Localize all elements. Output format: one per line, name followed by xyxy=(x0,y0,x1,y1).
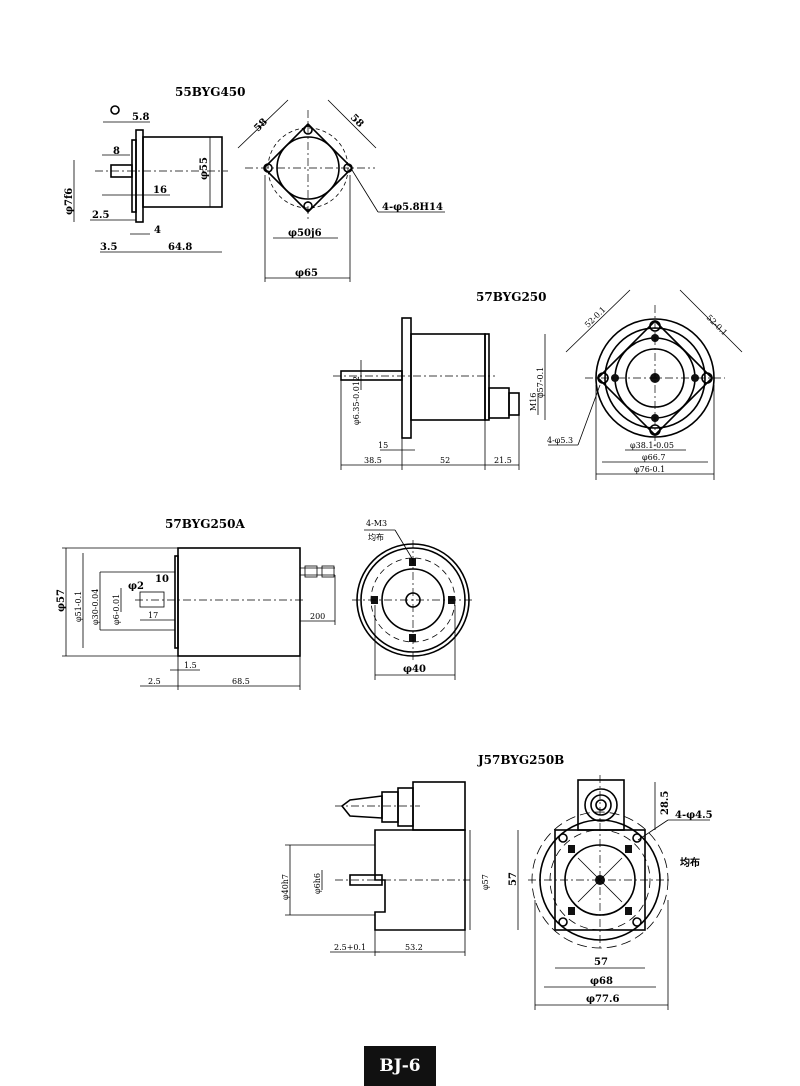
dim-label: 16 xyxy=(153,185,167,196)
dim-label: 17 xyxy=(148,611,158,620)
dim-label: φ57-0.1 xyxy=(536,367,545,398)
dim-label: 28.5 xyxy=(660,791,671,815)
page-label: BJ-6 xyxy=(364,1046,436,1086)
dim-label: 4-φ5.8H14 xyxy=(382,202,443,213)
dim-label: 4-M3 xyxy=(366,519,387,528)
model-title: 55BYG450 xyxy=(175,85,246,99)
dim-label: φ38.1-0.05 xyxy=(630,441,674,450)
dim-label: 8 xyxy=(113,146,120,157)
dim-label: 57 xyxy=(508,872,519,886)
dim-label: 2.5 xyxy=(148,677,161,686)
dim-label: 均布 xyxy=(368,532,384,542)
drawing-j57byg250b: J57BYG250B φ40h7 φ6h6 φ57 2.5+0.1 53.2 xyxy=(281,753,713,1010)
dim-label: 68.5 xyxy=(232,677,250,686)
dim-label: φ76-0.1 xyxy=(634,465,665,474)
model-title: 57BYG250A xyxy=(165,517,245,531)
dim-label: φ66.7 xyxy=(642,453,665,462)
model-title: J57BYG250B xyxy=(477,753,564,767)
drawing-57byg250: 57BYG250 φ6.35-0.012 φ57-0.1 M16 15 38.5… xyxy=(333,289,743,480)
dim-label: 5.8 xyxy=(132,112,149,123)
front-view xyxy=(517,775,710,1010)
dim-label: 3.5 xyxy=(100,242,117,253)
dim-label: 2.5 xyxy=(92,210,109,221)
dim-label: 1.5 xyxy=(184,661,197,670)
dim-label: 52 xyxy=(440,456,450,465)
dim-label: 53.2 xyxy=(405,943,423,952)
dim-label: φ77.6 xyxy=(586,994,619,1005)
side-view xyxy=(333,317,546,470)
dim-label: 57 xyxy=(594,957,608,968)
dim-label: 52-0.1 xyxy=(583,305,607,329)
dim-label: φ2 xyxy=(128,581,144,592)
dim-label: φ55 xyxy=(199,157,210,180)
dim-label: φ68 xyxy=(590,976,613,987)
drawing-57byg250a: 57BYG250A φ57 φ51-0.1 φ30-0.04 φ6-0.01 φ… xyxy=(56,517,474,690)
dim-label: φ6h6 xyxy=(313,873,322,894)
dim-label: φ65 xyxy=(295,268,318,279)
dim-label: φ6-0.01 xyxy=(112,594,121,625)
drawing-55byg450: 55BYG450 5.8 8 φ55 16 φ7f6 2.5 4 3.5 64.… xyxy=(64,85,445,282)
dim-label: 21.5 xyxy=(494,456,512,465)
dim-label: φ30-0.04 xyxy=(91,589,100,625)
dim-label: 10 xyxy=(155,574,169,585)
dim-label: 15 xyxy=(378,441,388,450)
model-title: 57BYG250 xyxy=(476,290,547,304)
dim-label: φ57 xyxy=(56,589,67,612)
dim-label: 64.8 xyxy=(168,242,192,253)
dim-label: 58 xyxy=(348,112,366,130)
front-view xyxy=(352,529,474,680)
dim-label: φ40h7 xyxy=(281,874,290,900)
side-view xyxy=(62,547,336,690)
dim-label: 2.5+0.1 xyxy=(334,943,366,952)
dim-label: 4 xyxy=(154,225,161,236)
dim-label: φ6.35-0.012 xyxy=(352,376,361,425)
dim-label: 38.5 xyxy=(364,456,382,465)
dim-label: φ7f6 xyxy=(64,188,75,215)
dim-label: 4-φ4.5 xyxy=(675,810,713,821)
dim-label: M16 xyxy=(529,393,538,411)
dim-label: φ50j6 xyxy=(288,228,322,239)
dim-label: 4-φ5.3 xyxy=(547,436,573,445)
front-view xyxy=(548,289,743,480)
dim-label: 52-0.1 xyxy=(705,313,729,337)
side-view xyxy=(285,781,471,956)
dim-label: φ57 xyxy=(481,874,490,890)
front-view xyxy=(237,99,445,282)
dim-label: φ40 xyxy=(403,664,426,675)
dim-label: 200 xyxy=(310,612,325,621)
dim-label: 均布 xyxy=(680,856,700,869)
dim-label: φ51-0.1 xyxy=(74,591,83,622)
side-view xyxy=(73,105,228,253)
